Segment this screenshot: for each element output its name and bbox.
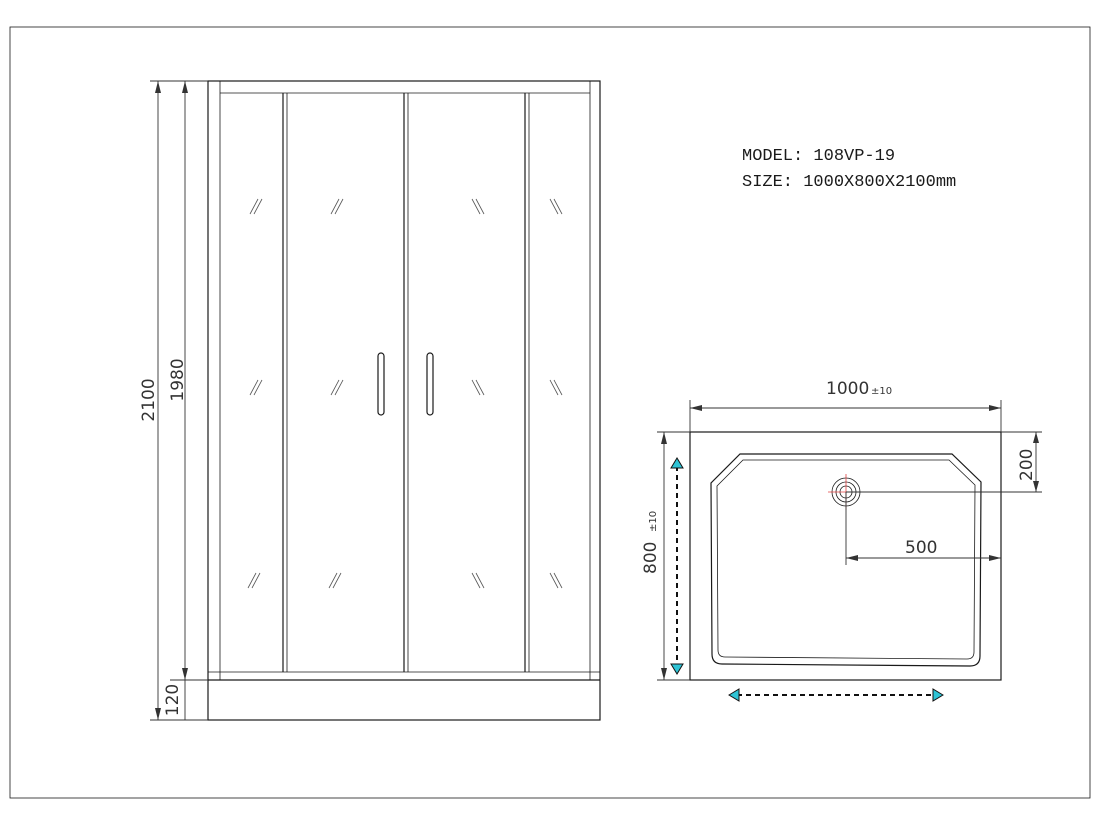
dim-arrow-1000-left [690,405,702,411]
tray-view: 1000 ±10 800 ±10 200 500 [641,379,1042,702]
dim-120-label: 120 [163,684,183,716]
dim-800-label: 800 [641,542,661,574]
dim-arrow-2100-bottom [155,708,161,720]
left-door-handle [377,352,385,416]
tray-basin-inner [716,459,976,660]
right-door-handle [426,352,434,416]
dim-2100-label: 2100 [139,378,159,421]
sheet-border [9,26,1091,799]
dim-1000-label: 1000 [826,379,869,399]
dim-arrow-2100-top [155,81,161,93]
dim-arrow-1980-top [182,81,188,93]
tray-outline [689,431,1002,681]
dim-arrow-500-right [989,555,1001,561]
dim-arrow-200-bottom [1033,481,1039,492]
glass-mark [471,198,485,589]
glass-mark [549,198,563,589]
dim-1980-label: 1980 [168,358,188,401]
dim-arrow-500-left [846,555,858,561]
glass-mark [328,198,344,589]
dim-200-label: 200 [1017,449,1037,481]
dim-arrow-800-top [661,432,667,444]
dim-800-tolerance: ±10 [648,511,659,532]
glass-marks [247,198,563,589]
dim-arrow-800-bottom [661,668,667,680]
depth-adjust-arrow-icon [670,457,684,675]
tray-basin-outer [710,453,982,667]
dim-arrow-1980-bottom [182,668,188,680]
model-label: MODEL: 108VP-19 [742,147,895,166]
dim-500-label: 500 [905,538,937,558]
width-adjust-arrow-icon [728,688,944,702]
dim-arrow-1000-right [989,405,1001,411]
dim-1000-tolerance: ±10 [871,386,892,397]
front-view: 2100 1980 120 [139,80,601,721]
enclosure-outline [207,80,601,721]
dim-arrow-200-top [1033,432,1039,443]
glass-mark [247,198,263,589]
size-label: SIZE: 1000X800X2100mm [742,173,956,192]
